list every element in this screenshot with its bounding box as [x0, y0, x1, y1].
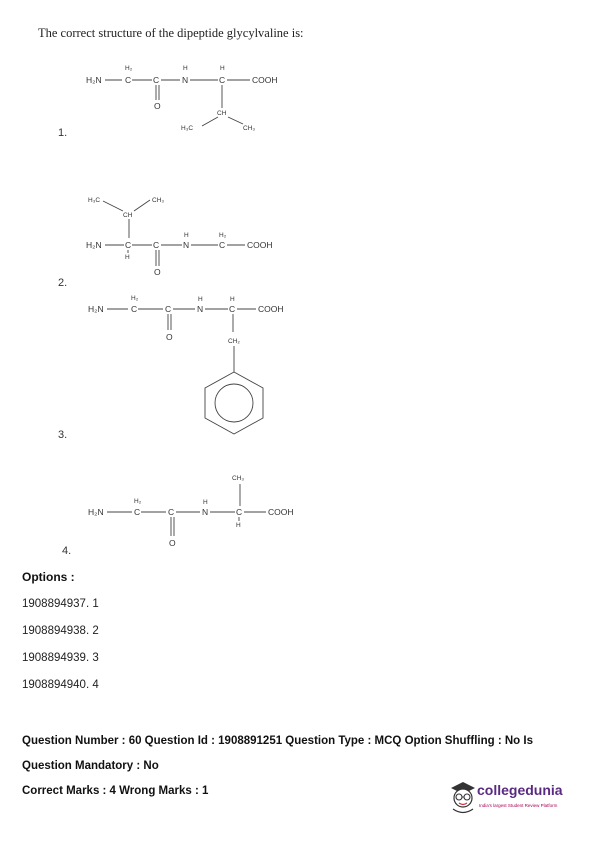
cooh-group: COOH [252, 75, 278, 85]
svg-text:CH₃: CH₃ [232, 475, 244, 482]
svg-text:CH₃: CH₃ [243, 125, 255, 132]
structure-4: 4. CH₃ H₂N H₂ C C O H N C H COOH [62, 475, 294, 557]
svg-text:C: C [219, 75, 225, 85]
logo-tagline: India's largest Student Review Platform [479, 803, 558, 808]
svg-text:N: N [202, 507, 208, 517]
svg-text:C: C [219, 240, 225, 250]
svg-text:COOH: COOH [247, 240, 273, 250]
svg-text:O: O [154, 267, 161, 277]
svg-text:H₃C: H₃C [181, 125, 193, 132]
svg-text:N: N [183, 240, 189, 250]
svg-text:H: H [203, 499, 208, 506]
svg-text:H₂N: H₂N [88, 304, 104, 314]
svg-text:H₂N: H₂N [86, 240, 102, 250]
h2n-group: H₂N [86, 75, 102, 85]
svg-text:O: O [154, 101, 161, 111]
option-4: 1908894940. 4 [22, 679, 99, 691]
structure-2: 2. H₃C CH₃ CH H₂N C H C O H N H₂ C COOH [58, 197, 273, 289]
option-label-1: 1. [58, 127, 67, 139]
option-3: 1908894939. 3 [22, 652, 99, 664]
svg-text:C: C [153, 240, 159, 250]
svg-text:H: H [230, 296, 235, 303]
svg-text:H₂: H₂ [131, 295, 139, 302]
svg-text:H₂N: H₂N [88, 507, 104, 517]
question-info-line-1: Question Number : 60 Question Id : 19088… [22, 735, 533, 747]
question-info-line-2: Question Mandatory : No [22, 760, 159, 772]
svg-text:H: H [236, 522, 241, 529]
svg-text:COOH: COOH [258, 304, 284, 314]
svg-text:C: C [134, 507, 140, 517]
svg-text:H: H [198, 296, 203, 303]
option-2: 1908894938. 2 [22, 625, 99, 637]
svg-text:O: O [166, 332, 173, 342]
svg-text:C: C [165, 304, 171, 314]
svg-text:CH: CH [123, 212, 133, 219]
svg-text:N: N [182, 75, 188, 85]
question-text: The correct structure of the dipeptide g… [38, 26, 304, 40]
option-1: 1908894937. 1 [22, 598, 99, 610]
structure-3: 3. H₂N H₂ C C O H N H C COOH CH₂ [58, 295, 284, 441]
svg-text:H₂: H₂ [134, 498, 142, 505]
svg-text:H: H [125, 254, 130, 261]
structure-1: 1. H₂N H₂ C C O H N H C COOH CH H₃C CH₃ [58, 65, 278, 139]
svg-text:H: H [220, 65, 225, 72]
logo-name: collegedunia [477, 782, 563, 798]
option-label-3: 3. [58, 429, 67, 441]
svg-text:CH: CH [217, 110, 227, 117]
svg-text:C: C [236, 507, 242, 517]
collegedunia-logo: collegedunia India's largest Student Rev… [447, 776, 582, 818]
svg-text:C: C [229, 304, 235, 314]
svg-text:C: C [125, 75, 131, 85]
svg-text:C: C [153, 75, 159, 85]
option-label-2: 2. [58, 277, 67, 289]
svg-text:H₂: H₂ [219, 232, 227, 239]
svg-text:CH₃: CH₃ [152, 197, 164, 204]
svg-text:COOH: COOH [268, 507, 294, 517]
options-title: Options : [22, 570, 75, 584]
svg-text:C: C [131, 304, 137, 314]
question-info-line-3: Correct Marks : 4 Wrong Marks : 1 [22, 785, 209, 797]
svg-text:C: C [168, 507, 174, 517]
svg-text:O: O [169, 538, 176, 548]
svg-text:C: C [125, 240, 131, 250]
svg-text:H: H [183, 65, 188, 72]
svg-text:H₂: H₂ [125, 65, 133, 72]
student-mascot-icon [451, 782, 475, 814]
svg-text:H: H [184, 232, 189, 239]
svg-text:CH₂: CH₂ [228, 338, 240, 345]
svg-text:N: N [197, 304, 203, 314]
option-label-4: 4. [62, 545, 71, 557]
svg-text:H₃C: H₃C [88, 197, 100, 204]
